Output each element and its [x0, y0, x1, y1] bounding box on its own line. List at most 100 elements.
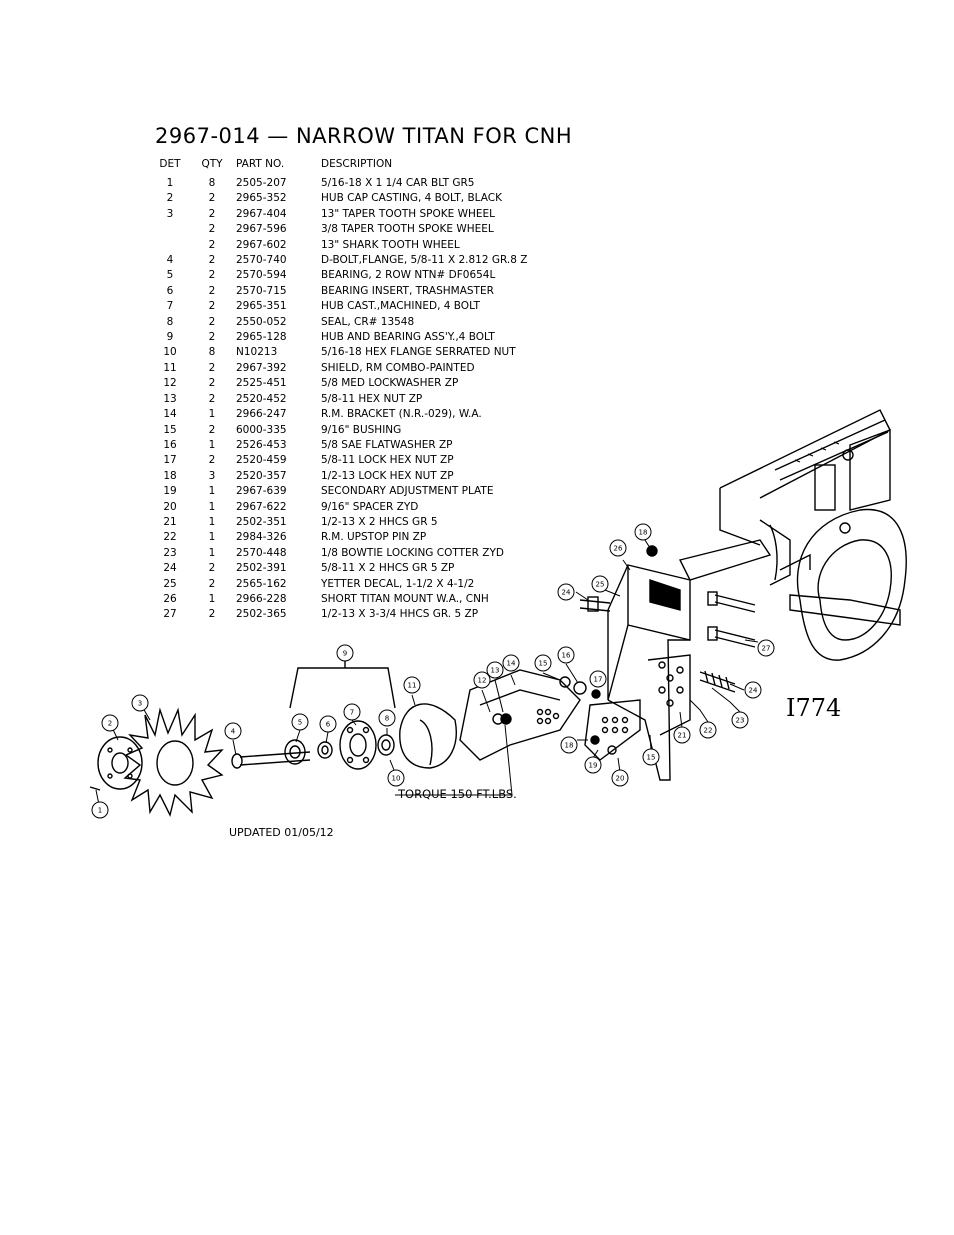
balloon-callout: 24 [744, 681, 762, 699]
cell-det: 17 [163, 454, 177, 467]
cell-part-no: 2502-391 [236, 562, 287, 575]
cell-det: 15 [163, 423, 177, 436]
cell-qty: 8 [208, 177, 216, 189]
balloon-callout: 22 [699, 721, 717, 739]
cell-description: BEARING INSERT, TRASHMASTER [321, 284, 494, 297]
cell-det: 9 [166, 331, 174, 344]
spoke-wheel [123, 707, 224, 818]
header-part-no: PART NO. [236, 158, 285, 170]
cell-qty: 1 [208, 438, 216, 451]
balloon-label: 24 [749, 687, 758, 695]
cell-description: YETTER DECAL, 1-1/2 X 4-1/2 [321, 577, 475, 590]
cell-part-no: 2965-128 [236, 331, 287, 344]
balloon-label: 15 [647, 754, 656, 762]
page-title: 2967-014 — NARROW TITAN FOR CNH [155, 124, 573, 148]
balloon-callout: 24 [557, 583, 575, 601]
cell-description: 1/8 BOWTIE LOCKING COTTER ZYD [321, 546, 504, 559]
balloon-label: 2 [108, 720, 112, 728]
cell-part-no: 2965-351 [236, 300, 287, 313]
cell-det: 10 [163, 346, 177, 359]
cell-part-no: 2967-596 [236, 223, 287, 236]
cell-description: 5/8 SAE FLATWASHER ZP [321, 438, 453, 451]
balloon-callout: 5 [291, 713, 309, 731]
balloon-label: 9 [343, 650, 347, 658]
cell-det: 22 [163, 531, 177, 544]
cell-qty: 2 [208, 562, 216, 575]
balloon-label: 16 [562, 652, 571, 660]
toolbar-frame [719, 409, 891, 546]
hub-cap [89, 736, 143, 791]
rm-shield [399, 703, 457, 769]
cell-det: 23 [163, 546, 177, 559]
balloon-callout: 8 [378, 709, 396, 727]
balloon-callout: 27 [757, 639, 775, 657]
cell-part-no: 2967-622 [236, 500, 287, 513]
assembly-bracket-9 [289, 660, 396, 709]
balloon-label: 6 [326, 721, 331, 729]
cell-part-no: 2502-351 [236, 515, 287, 528]
cell-det: 19 [163, 485, 177, 498]
balloon-label: 10 [392, 775, 401, 783]
cell-det: 25 [163, 577, 177, 590]
balloon-callout: 25 [591, 575, 609, 593]
cell-qty: 2 [208, 608, 216, 621]
cell-qty: 2 [208, 423, 216, 436]
cell-description: 5/8-11 X 2 HHCS GR 5 ZP [321, 562, 455, 575]
cell-det: 13 [163, 392, 177, 405]
balloon-callout: 6 [319, 715, 337, 733]
balloon-callout: 18 [634, 523, 652, 541]
titan-mount [607, 564, 691, 781]
cell-description: HUB CAST.,MACHINED, 4 BOLT [321, 300, 480, 313]
cell-part-no: 2966-228 [236, 592, 287, 605]
cell-description: 13" TAPER TOOTH SPOKE WHEEL [321, 207, 496, 220]
cell-part-no: 2550-052 [236, 315, 287, 328]
cell-det: 5 [166, 269, 174, 282]
cell-part-no: 2965-352 [236, 192, 287, 205]
balloon-callout: 23 [731, 711, 749, 729]
cell-qty: 2 [208, 254, 216, 267]
cell-part-no: 2966-247 [236, 408, 287, 421]
cell-qty: 2 [208, 315, 216, 328]
rm-bracket [459, 669, 641, 761]
cell-det: 2 [166, 192, 174, 205]
cell-part-no: 2520-357 [236, 469, 287, 482]
hardware-stack [492, 545, 658, 725]
leader-lines [95, 539, 759, 811]
header-det: DET [159, 158, 181, 170]
cell-part-no: 2520-452 [236, 392, 287, 405]
cell-part-no: 2520-459 [236, 454, 287, 467]
header-qty: QTY [201, 158, 223, 170]
cell-description: 1/2-13 X 2 HHCS GR 5 [321, 515, 438, 528]
cell-qty: 8 [208, 346, 216, 359]
cell-description: SEAL, CR# 13548 [321, 315, 415, 328]
balloon-callout: 11 [403, 676, 421, 694]
cell-part-no: 2967-404 [236, 207, 287, 220]
cell-qty: 1 [208, 408, 216, 421]
balloon-callout: 19 [584, 756, 602, 774]
balloon-label: 11 [408, 682, 417, 690]
cell-part-no: 2505-207 [236, 177, 287, 189]
cell-det: 7 [166, 300, 174, 313]
cell-qty: 1 [208, 592, 216, 605]
cell-description: 1/2-13 LOCK HEX NUT ZP [321, 469, 454, 482]
cell-det: 16 [163, 438, 177, 451]
cell-det: 26 [163, 592, 177, 605]
closing-wheel [779, 508, 907, 661]
